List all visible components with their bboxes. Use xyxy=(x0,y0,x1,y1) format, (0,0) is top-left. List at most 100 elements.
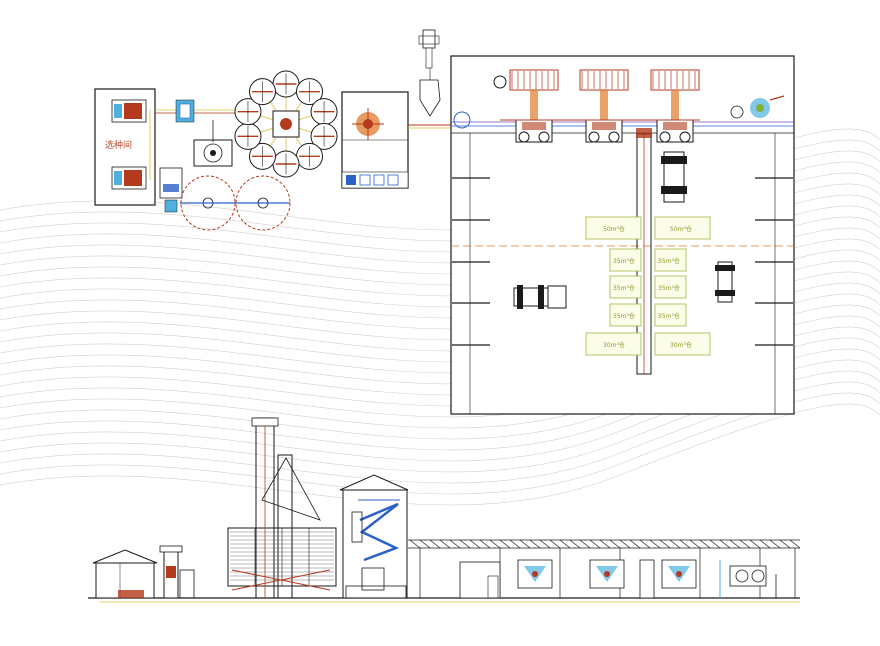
storage-bins: 50m³仓 50m³仓 35m³仓 35m³仓 35m³仓 35m³仓 35m³… xyxy=(585,216,711,356)
tractor-left xyxy=(513,285,567,309)
warehouse-plan: 50m³仓 50m³仓 35m³仓 35m³仓 35m³仓 35m³仓 35m³… xyxy=(450,55,795,415)
bin-row-2: 35m³仓 35m³仓 xyxy=(609,275,687,299)
wave-line xyxy=(0,403,880,506)
bin-label-1-right: 35m³仓 xyxy=(658,257,680,265)
truss-web xyxy=(499,539,511,549)
dryer-column-1 xyxy=(600,90,608,122)
dryer-towers xyxy=(493,69,700,143)
round-drying-bins xyxy=(180,175,291,231)
bin-label-2-left: 35m³仓 xyxy=(613,284,635,292)
dryer-wheel xyxy=(659,131,671,143)
dryer-head-0 xyxy=(509,69,559,91)
dryer-wheel xyxy=(588,131,600,143)
wave-line xyxy=(0,337,880,440)
bin-cell-4-right xyxy=(654,332,711,356)
truss-web xyxy=(779,539,791,549)
seed-cleaner-top-hopper xyxy=(114,104,122,118)
tractor-right xyxy=(715,261,735,303)
truss-web xyxy=(589,539,601,549)
elevation-view xyxy=(88,417,801,603)
wave-line xyxy=(0,326,880,429)
dryer-body xyxy=(522,122,546,130)
elev-dryer-block xyxy=(227,417,337,599)
truck-unloading xyxy=(408,29,452,129)
bin-cell-1-left xyxy=(609,248,642,272)
truss-web xyxy=(409,539,421,549)
bin-row-0: 50m³仓 50m³仓 xyxy=(585,216,711,240)
truss-web xyxy=(639,539,651,549)
mixing-unit xyxy=(159,120,233,213)
bin-cell-2-left xyxy=(609,275,642,299)
dryer-column-0 xyxy=(530,90,538,122)
truss-web xyxy=(679,539,691,549)
packer-2 xyxy=(589,559,625,589)
truss-web xyxy=(629,539,641,549)
carousel-wheel xyxy=(234,70,338,178)
truss-web xyxy=(709,539,721,549)
dryer-wheel xyxy=(679,131,691,143)
dryer-wheel xyxy=(538,131,550,143)
truss-web xyxy=(529,539,541,549)
seed-cleaner-bottom-hopper xyxy=(114,171,122,185)
truss-web xyxy=(669,539,681,549)
truss-web xyxy=(549,539,561,549)
truss-web xyxy=(539,539,551,549)
bin-label-3-right: 35m³仓 xyxy=(658,312,680,320)
dryer-column-2 xyxy=(671,90,679,122)
bin-cell-0-left xyxy=(585,216,642,240)
truss-web xyxy=(579,539,591,549)
dryer-head-2 xyxy=(650,69,700,91)
dryer-wheel xyxy=(608,131,620,143)
truss-web xyxy=(569,539,581,549)
truss-web xyxy=(489,539,501,549)
elev-shed xyxy=(92,549,158,599)
wall-ticks xyxy=(452,177,793,346)
feed-line xyxy=(155,99,240,123)
bin-label-4-right: 30m³仓 xyxy=(670,341,692,349)
truss-web xyxy=(619,539,631,549)
seed-cleaner-bottom-body xyxy=(124,170,142,186)
dryer-wheel xyxy=(518,131,530,143)
intake-building xyxy=(341,91,409,189)
bin-cell-3-right xyxy=(654,303,687,327)
bin-label-4-left: 30m³仓 xyxy=(603,341,625,349)
dryer-body xyxy=(663,122,687,130)
elev-processing-tower xyxy=(339,474,409,599)
inlet-cyclone xyxy=(453,111,471,129)
bin-row-4: 30m³仓 30m³仓 xyxy=(585,332,711,356)
truss-web xyxy=(739,539,751,549)
bin-cell-3-left xyxy=(609,303,642,327)
truss-web xyxy=(439,539,451,549)
seed-room-label: 选种间 xyxy=(105,139,132,151)
bin-cell-2-right xyxy=(654,275,687,299)
truss-web xyxy=(759,539,771,549)
truss-web xyxy=(789,539,801,549)
seed-room: 选种间 xyxy=(94,88,156,206)
dryer-body xyxy=(592,122,616,130)
elev-truss-conveyor xyxy=(408,539,801,598)
truss-web xyxy=(719,539,731,549)
truss-web xyxy=(649,539,661,549)
elev-packers xyxy=(459,559,777,599)
tractor-top xyxy=(661,151,687,203)
wave-line xyxy=(0,359,880,462)
truss-web xyxy=(559,539,571,549)
truss-web xyxy=(609,539,621,549)
unloading-hopper xyxy=(419,79,441,117)
packer-3 xyxy=(661,559,697,589)
truss-web xyxy=(659,539,671,549)
packer-1 xyxy=(517,559,553,589)
bin-cell-1-right xyxy=(654,248,687,272)
truss-web xyxy=(419,539,431,549)
carousel-hub-core xyxy=(280,118,292,130)
truck-cab xyxy=(422,29,436,49)
truss-web xyxy=(749,539,761,549)
bin-label-0-right: 50m³仓 xyxy=(670,225,692,233)
elevator-pit xyxy=(159,167,183,199)
truss-web xyxy=(429,539,441,549)
wave-line xyxy=(0,348,880,451)
truss-web xyxy=(449,539,461,549)
bin-label-3-left: 35m³仓 xyxy=(613,312,635,320)
